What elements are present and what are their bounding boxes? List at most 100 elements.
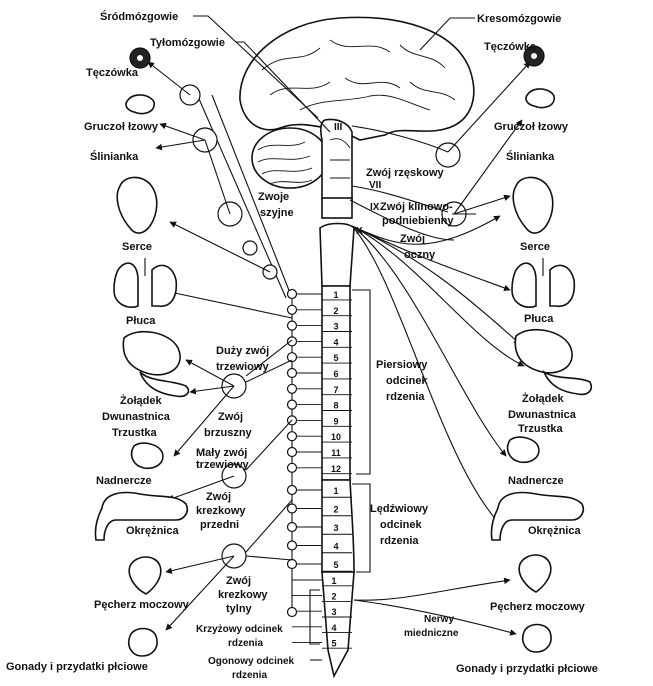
chain-ganglion [286,558,298,570]
sympathetic-fibers [147,61,293,631]
sacral-bracket [309,589,320,645]
sacral-segment-number: 2 [331,592,336,602]
right-stomach [514,328,573,374]
ciliary-ganglion-label: Zwój rzęskowy [366,167,445,179]
superior-mesenteric-label: Zwój krezkowy przedni [196,491,249,531]
chain-ganglion [286,503,298,514]
left-salivary-label: Ślinianka [90,150,139,163]
right-adrenal [506,436,540,464]
ciliary-ganglion [435,142,461,168]
leader-cerebrum [419,17,475,51]
left-colon [94,491,189,541]
chain-ganglion [286,336,298,347]
pelvic-nerves-label: Nerwy miedniczne [404,614,459,639]
left-heart-label: Serce [122,241,152,253]
sympathetic-chain [195,91,322,643]
right-adrenal-label: Nadnercze [508,475,564,487]
thoracic-segment-number: 2 [333,306,338,316]
thoracic-segment-number: 8 [333,401,338,411]
chain-ganglia [286,288,322,643]
right-heart-label: Serce [520,241,550,253]
lumbar-label: Lędźwiowy odcinek rdzenia [370,503,431,547]
leader-midbrain [193,15,319,119]
sacral-segment-number: 3 [331,607,336,617]
celiac-ganglion-label: Zwój brzuszny [204,411,253,439]
chain-ganglion [286,446,298,458]
lumbar-bracket [352,483,371,573]
chain-ganglion [286,462,298,473]
sacral-label: Krzyżowy odcinek rdzenia [196,624,285,649]
right-lacrimal-label: Gruczoł łzowy [494,121,569,133]
left-lungs [113,262,178,308]
thoracic-segment-number: 11 [331,448,341,458]
right-bladder-label: Pęcherz moczowy [490,601,586,613]
thoracic-segment-number: 10 [331,432,341,442]
chain-ganglion [286,383,298,394]
sacral-segment-number: 1 [331,576,336,586]
right-colon [490,491,585,541]
thoracic-segment-number: 12 [331,464,341,474]
right-lungs [511,262,576,308]
chain-ganglion [286,288,298,300]
left-gonads [127,627,158,657]
right-digestive-label: Żołądek Dwunastnica Trzustka [508,392,579,435]
right-gonads [521,623,552,653]
chain-ganglion [286,367,298,379]
left-colon-label: Okrężnica [126,525,179,537]
thoracic-label: Piersiowy odcinek rdzenia [376,359,431,403]
label-hindbrain: Tyłomózgowie [150,37,225,49]
right-colon-label: Okrężnica [528,525,581,537]
cervical-ganglion-middle [242,240,258,256]
thoracic-bracket [352,289,371,475]
right-salivary-label: Ślinianka [506,150,555,163]
chain-ganglion [286,352,298,363]
lumbar-segment-number: 4 [333,542,338,552]
left-digestive-label: Żołądek Dwunastnica Trzustka [102,394,173,439]
left-lungs-label: Płuca [126,315,156,327]
left-iris [129,47,151,69]
right-lungs-label: Płuca [524,313,554,325]
left-lacrimal-gland [125,94,155,115]
otic-ganglion-label: Zwój oczny [400,233,436,261]
left-stomach [122,330,181,376]
coccygeal-label: Ogonowy odcinek rdzenia [208,656,297,681]
leader-hindbrain [236,41,331,133]
right-lacrimal-gland [525,88,555,109]
thoracic-segment-number: 6 [333,369,338,379]
lumbar-segment-number: 2 [333,505,338,515]
lesser-splanchnic-label: Mały zwój trzewiowy [196,447,250,471]
left-adrenal [130,442,164,470]
left-pancreas [139,371,190,398]
spinal-cord [319,222,355,679]
nerve-vii-label: VII [369,180,381,191]
left-bladder [128,556,162,595]
left-iris-label: Tęczówka [86,67,139,79]
right-iris-label: Tęczówka [484,41,537,53]
chain-ganglion [286,304,298,315]
parasympathetic-fibers [349,61,531,636]
left-bladder-label: Pęcherz moczowy [94,599,190,611]
chain-ganglion [286,320,298,331]
label-cerebrum: Kresomózgowie [477,13,561,25]
right-bladder [518,554,552,593]
left-lacrimal-label: Gruczoł łzowy [84,121,159,133]
right-iris [523,45,545,67]
right-gonads-label: Gonady i przydatki płciowe [456,663,598,675]
segment-dividers [322,299,352,649]
left-adrenal-label: Nadnercze [96,475,152,487]
lumbar-segment-number: 5 [333,560,338,570]
pterygopalatine-label: Zwój klinowo- podniebienny [380,201,456,227]
label-midbrain: Śródmózgowie [100,10,178,23]
left-heart [116,176,158,234]
chain-ganglion [286,399,298,410]
thoracic-segment-number: 1 [333,290,338,300]
thoracic-segment-number: 5 [333,353,338,363]
right-heart [512,176,554,234]
thoracic-segment-number: 4 [333,337,338,347]
sacral-segment-number: 5 [331,638,336,648]
nerve-iii-label: III [334,122,343,133]
